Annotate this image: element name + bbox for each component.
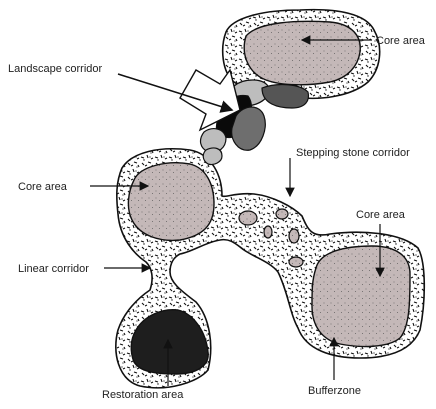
stepping-stone <box>289 229 299 243</box>
landscape-corridor-patch-mid-upper <box>262 85 308 108</box>
core-area-top-right <box>244 21 360 84</box>
stepping-stone <box>264 226 272 238</box>
label-landscape-corridor: Landscape corridor <box>8 63 103 75</box>
core-area-right <box>312 246 410 346</box>
label-restoration-area: Restoration area <box>102 389 184 401</box>
label-core-area-top-right: Core area <box>376 35 426 47</box>
stepping-stone <box>239 211 257 225</box>
label-bufferzone: Bufferzone <box>308 385 361 397</box>
core-area-left <box>128 163 214 241</box>
label-linear-corridor: Linear corridor <box>18 263 89 275</box>
landscape-corridor-patch-light-bottom <box>203 148 222 165</box>
stepping-stone <box>289 257 303 267</box>
label-core-area-right: Core area <box>356 209 406 221</box>
label-stepping-stone-corridor: Stepping stone corridor <box>296 147 410 159</box>
label-core-area-left: Core area <box>18 181 68 193</box>
stepping-stone <box>276 209 288 219</box>
